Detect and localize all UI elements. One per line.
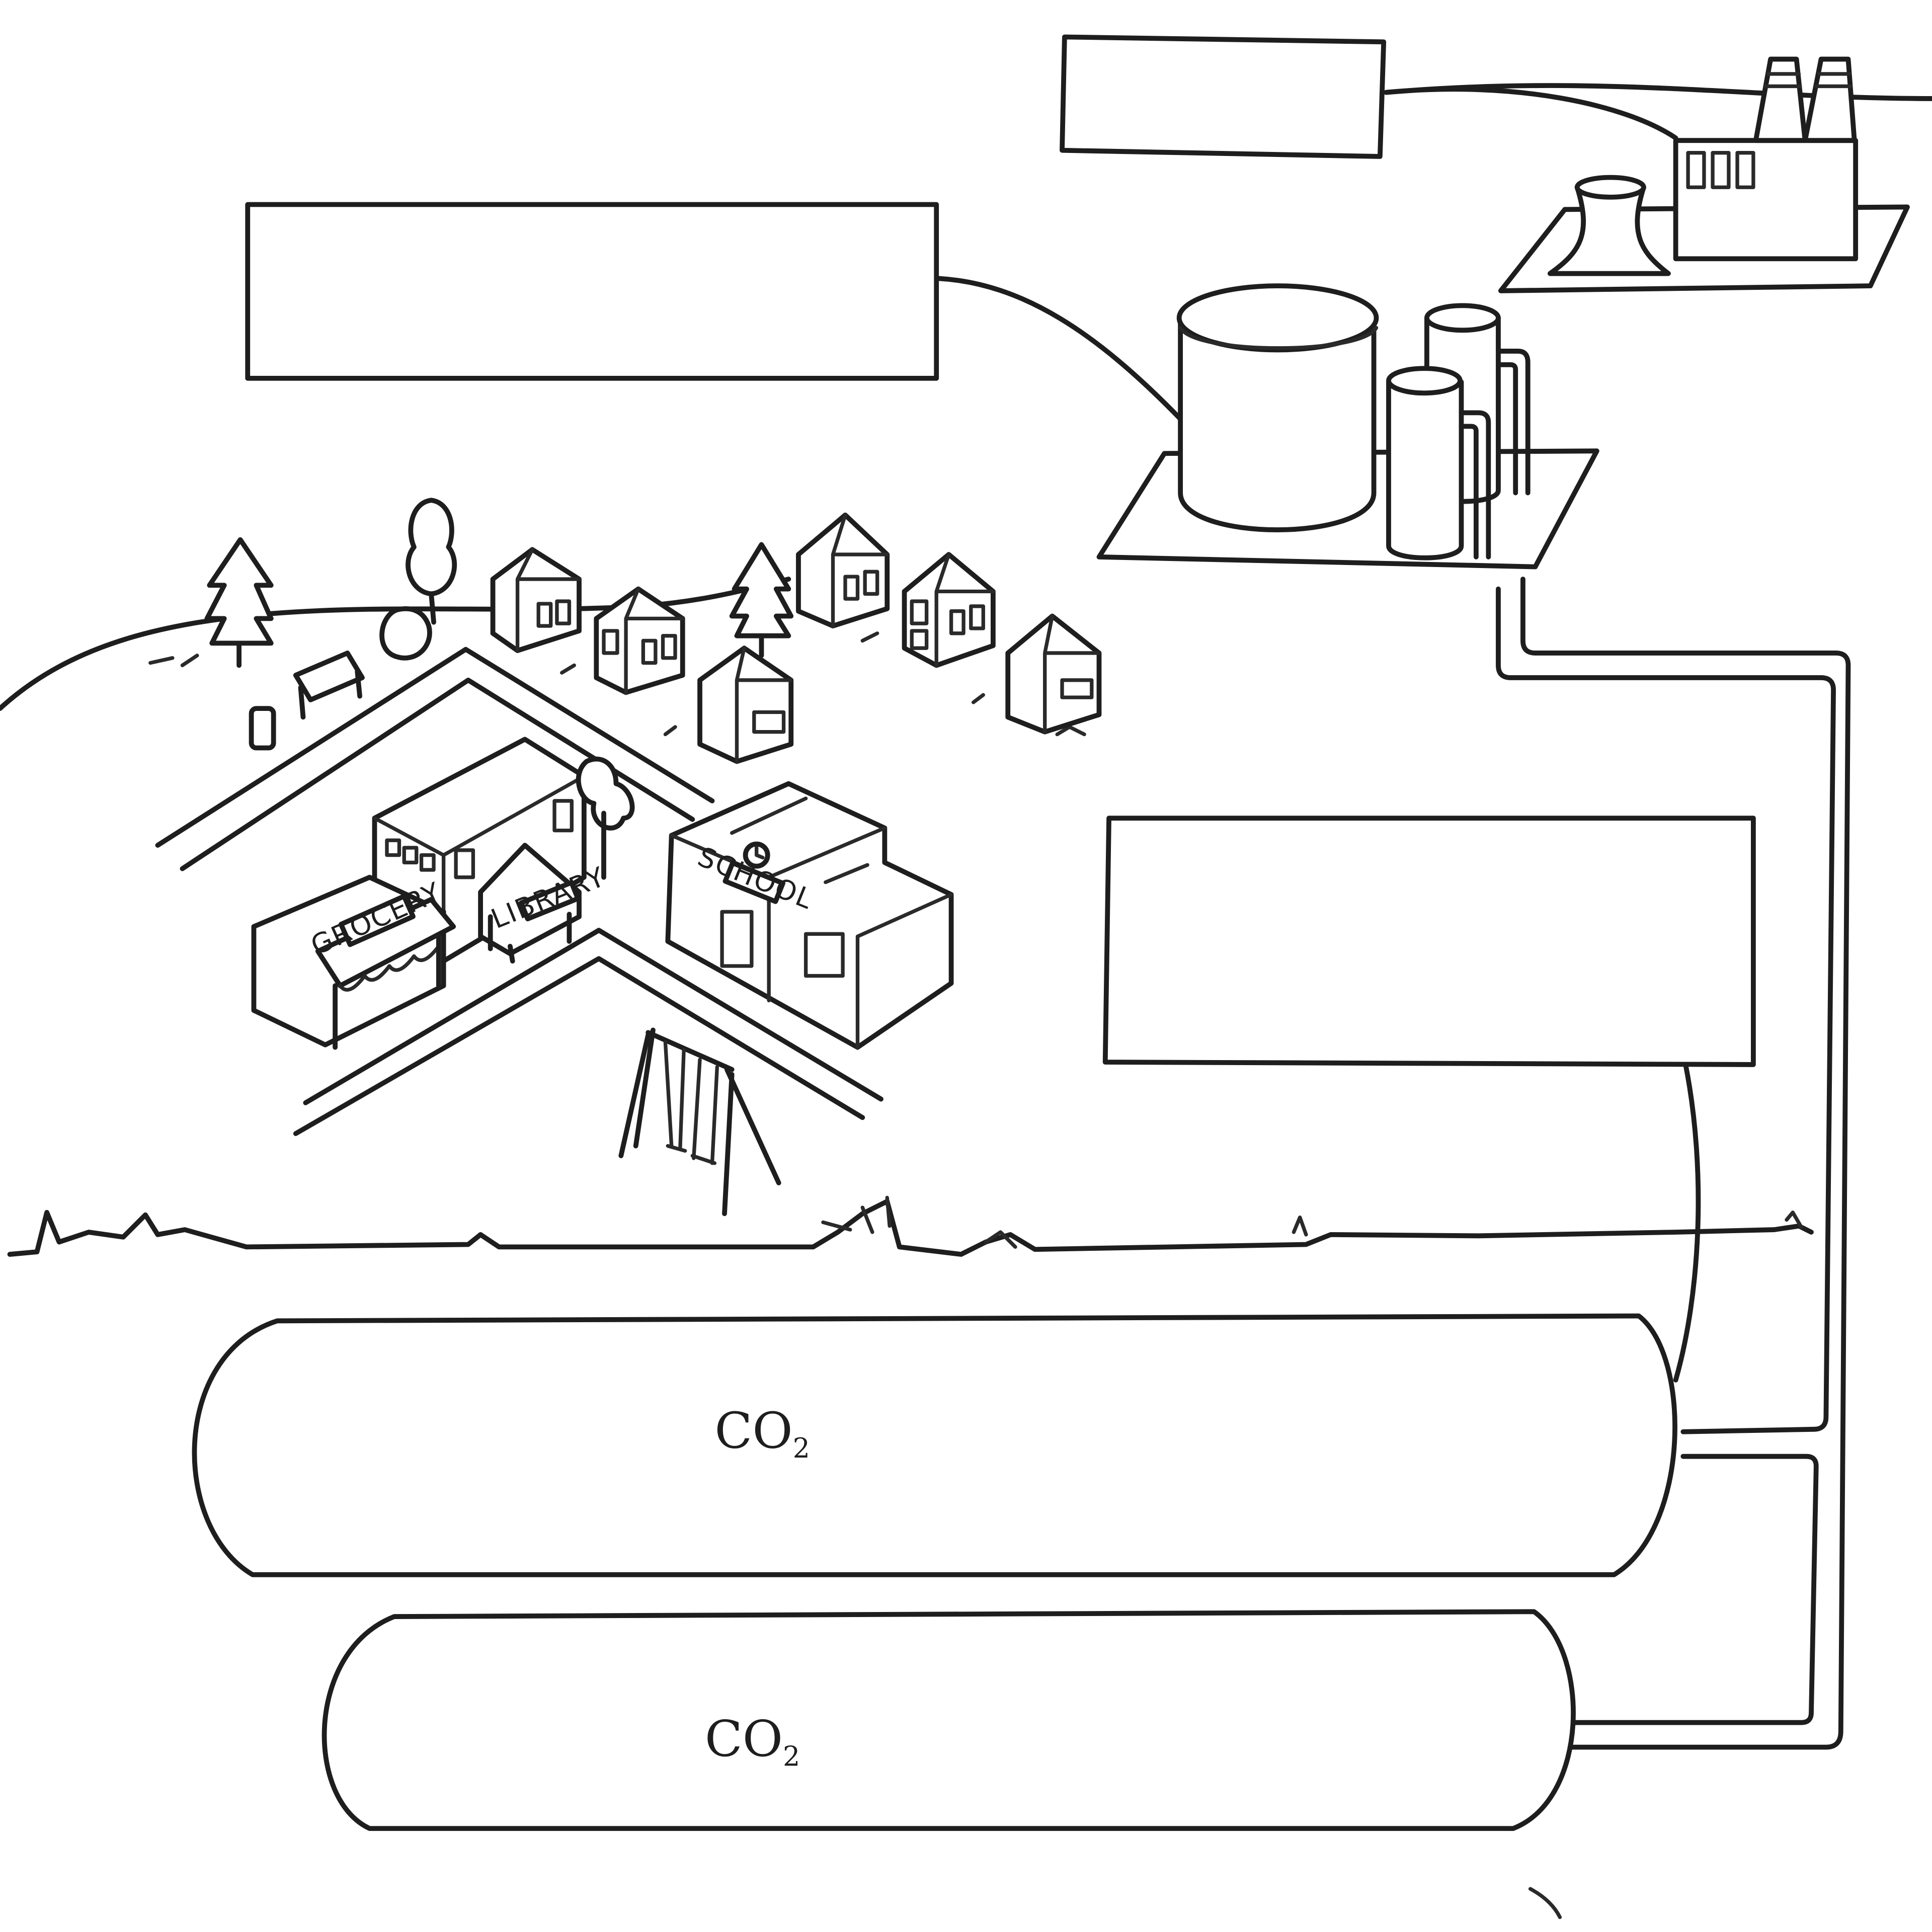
house xyxy=(594,586,685,695)
large-tank-lid xyxy=(1176,283,1379,353)
short-tank-top xyxy=(1386,366,1463,396)
pipe-inner-lower xyxy=(1565,1454,1819,1725)
label-box-middle-right xyxy=(1102,816,1756,1067)
smokestack xyxy=(1753,56,1808,143)
swing-seats xyxy=(666,1144,717,1165)
road-edge-north-inner xyxy=(180,677,695,871)
trash-can xyxy=(249,706,276,751)
plant-window xyxy=(1735,151,1755,189)
pipe-outer-upper xyxy=(1496,586,1836,1434)
house xyxy=(697,646,794,764)
capture-facility xyxy=(1096,283,1599,570)
label-box-frame xyxy=(1102,816,1756,1067)
swing-chains xyxy=(663,1040,719,1165)
ground-grass-tufts xyxy=(821,1195,1804,1249)
co2-reservoir-lower: CO2 xyxy=(321,1609,1576,1831)
reservoir-label: CO2 xyxy=(714,1403,810,1465)
leader-lines xyxy=(936,87,1701,1383)
short-cylinder-tank xyxy=(1386,379,1464,560)
ground-line xyxy=(7,1198,1814,1257)
smokestack xyxy=(1802,56,1857,143)
reservoir-outline xyxy=(192,1313,1677,1577)
library-building: LIBRARY xyxy=(478,756,635,964)
label-box-frame xyxy=(1060,34,1387,159)
house xyxy=(1005,613,1102,735)
park-area xyxy=(148,498,1086,751)
town-roads xyxy=(155,647,883,1136)
grocery-sign xyxy=(338,894,416,947)
pine-tree xyxy=(729,542,794,638)
short-tank-pipe xyxy=(1459,410,1491,559)
grass-tufts xyxy=(148,631,1086,737)
large-tank-rim xyxy=(1178,326,1379,350)
power-plant xyxy=(1498,56,1910,293)
leader-line-right-box-to-plant xyxy=(1384,87,1678,141)
stray-mark xyxy=(1528,1887,1562,1919)
co2-pipeline xyxy=(1496,577,1851,1750)
swing-set xyxy=(618,1027,781,1217)
label-box-top-left xyxy=(245,202,939,381)
leader-line-middle-box-to-reservoir xyxy=(1673,1062,1701,1383)
reservoir-subscript: 2 xyxy=(793,1432,810,1464)
deciduous-tree xyxy=(576,756,635,831)
house xyxy=(490,547,582,653)
smokestack-bands xyxy=(1763,72,1853,89)
deciduous-tree-trunk xyxy=(429,591,436,625)
pine-tree xyxy=(204,537,274,646)
school-sign xyxy=(722,860,785,904)
cooling-tower xyxy=(1547,185,1671,276)
reservoir-formula: CO xyxy=(705,1711,783,1768)
school-building: SCHOOL xyxy=(665,781,954,1050)
park-bench-legs xyxy=(298,669,362,720)
house xyxy=(902,552,996,668)
park-bench xyxy=(293,651,365,702)
library-sign xyxy=(518,880,581,922)
co2-reservoir-upper: CO2 xyxy=(192,1313,1677,1577)
reservoir-subscript: 2 xyxy=(783,1740,800,1772)
label-box-top-right xyxy=(1060,34,1387,159)
large-storage-tank xyxy=(1178,320,1377,532)
swing-frame xyxy=(618,1027,781,1217)
label-box-frame xyxy=(245,202,939,381)
deciduous-tree xyxy=(406,498,457,597)
road-edge-south-inner xyxy=(303,928,883,1105)
houses xyxy=(490,512,1102,764)
school-window xyxy=(803,932,845,978)
bush xyxy=(379,606,432,661)
tall-tank-top xyxy=(1424,303,1501,333)
reservoir-outline xyxy=(321,1609,1576,1831)
reservoir-formula: CO xyxy=(714,1403,792,1460)
road-edge-north-outer xyxy=(155,647,715,848)
plant-window xyxy=(1711,151,1731,189)
plant-window xyxy=(1686,151,1706,189)
tall-tank-pipe xyxy=(1496,349,1531,496)
school-door xyxy=(720,910,754,968)
cooling-tower-top xyxy=(1574,175,1646,200)
reservoir-label: CO2 xyxy=(705,1711,800,1773)
pipe-outer-lower xyxy=(1520,577,1851,1750)
leader-line-left-box-to-tank xyxy=(936,276,1183,422)
house xyxy=(796,512,890,628)
road-edge-south-outer xyxy=(293,956,865,1136)
